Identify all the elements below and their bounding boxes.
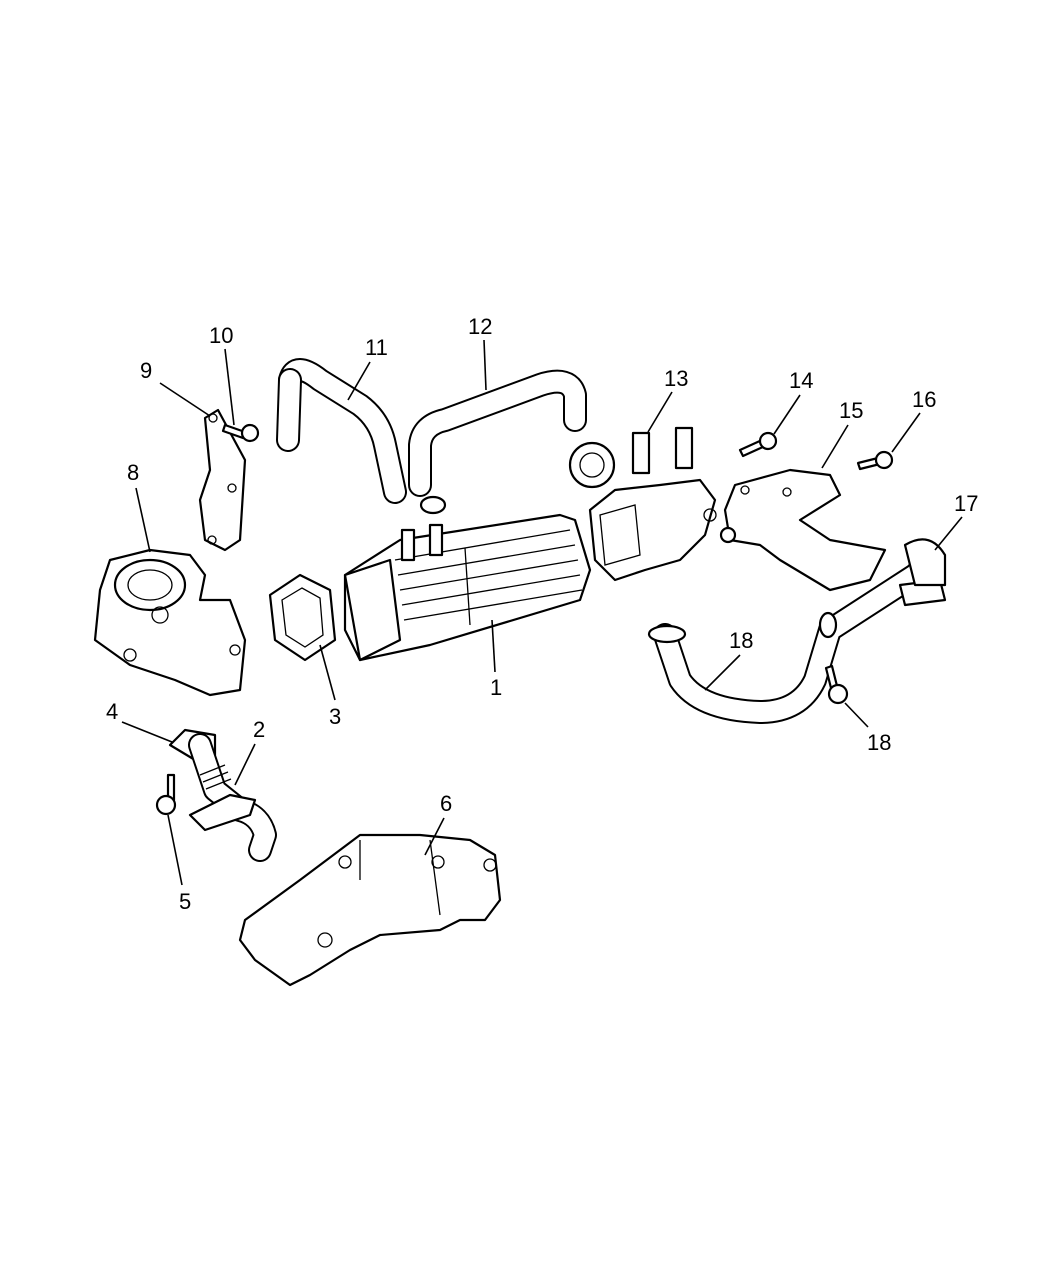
part-1-egr-cooler: [343, 513, 592, 662]
part-8-egr-valve: [93, 548, 247, 697]
callout-13: 13: [664, 366, 688, 391]
callout-14: 14: [789, 368, 813, 393]
callout-3: 3: [329, 704, 341, 729]
part-3-gasket: [268, 573, 337, 662]
part-10-bolt: [221, 423, 260, 443]
hose-clamp: [419, 495, 447, 515]
callout-6: 6: [440, 791, 452, 816]
part-16-bolt: [856, 450, 894, 471]
callout-18-tube: 18: [729, 628, 753, 653]
callout-10: 10: [209, 323, 233, 348]
callout-1: 1: [490, 675, 502, 700]
callout-labels: 10 9 11 12 13 14 15 16 17 8 1 3 4 2 18 1…: [106, 314, 978, 914]
part-13-egr-valve-actuator: [568, 426, 717, 582]
callout-18-bolt: 18: [867, 730, 891, 755]
part-12-coolant-hose: [408, 369, 587, 497]
callout-2: 2: [253, 717, 265, 742]
part-17-18-egr-tube: [647, 538, 947, 724]
callout-11: 11: [365, 335, 388, 360]
callout-12: 12: [468, 314, 492, 339]
callout-5: 5: [179, 889, 191, 914]
callout-15: 15: [839, 398, 863, 423]
callout-16: 16: [912, 387, 936, 412]
part-5-bolt: [155, 773, 177, 816]
part-11-coolant-hose: [276, 358, 407, 504]
part-14-bolt: [738, 431, 778, 458]
part-4-2-egr-tube: [168, 728, 277, 862]
part-18-bolt: [824, 664, 849, 705]
callout-17: 17: [954, 491, 978, 516]
part-6-exhaust-manifold: [238, 833, 502, 987]
callout-4: 4: [106, 699, 118, 724]
leader-lines: [121, 339, 963, 886]
callout-9: 9: [140, 358, 152, 383]
part-15-bracket: [719, 468, 887, 592]
callout-8: 8: [127, 460, 139, 485]
